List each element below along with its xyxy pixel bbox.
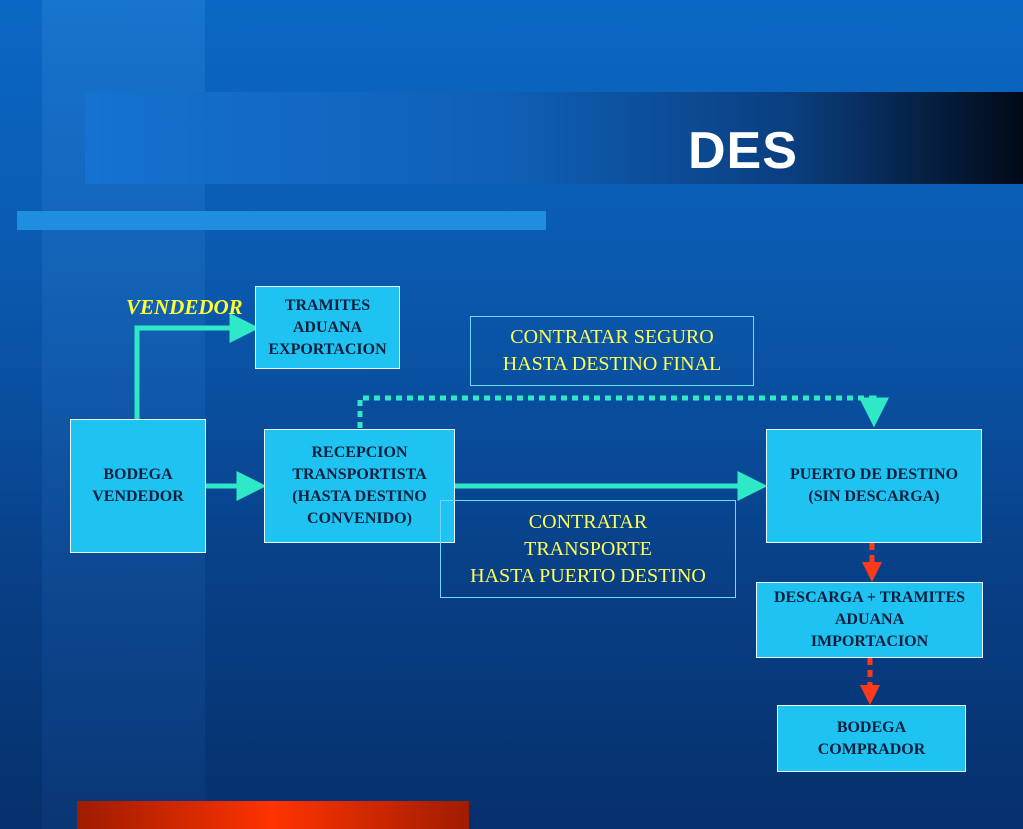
box-puerto-destino: PUERTO DE DESTINO (SIN DESCARGA)	[766, 429, 982, 543]
note-contratar-seguro: CONTRATAR SEGURO HASTA DESTINO FINAL	[470, 316, 754, 386]
accent-line	[17, 211, 546, 230]
arrow-seguro-bracket	[357, 395, 889, 428]
box-tramites-exportacion: TRAMITES ADUANA EXPORTACION	[255, 286, 400, 369]
box-bodega-vendedor: BODEGA VENDEDOR	[70, 419, 206, 553]
box-recepcion-transportista: RECEPCION TRANSPORTISTA (HASTA DESTINO C…	[264, 429, 455, 543]
title-bar	[85, 92, 1023, 184]
footer-bar	[77, 801, 469, 829]
slide-title: DES	[688, 122, 798, 180]
box-descarga-tramites: DESCARGA + TRAMITES ADUANA IMPORTACION	[756, 582, 983, 658]
note-contratar-transporte: CONTRATAR TRANSPORTE HASTA PUERTO DESTIN…	[440, 500, 736, 598]
arrow-bodega-to-tramites	[134, 313, 260, 420]
vendedor-label: VENDEDOR	[126, 295, 243, 319]
box-bodega-comprador: BODEGA COMPRADOR	[777, 705, 966, 772]
